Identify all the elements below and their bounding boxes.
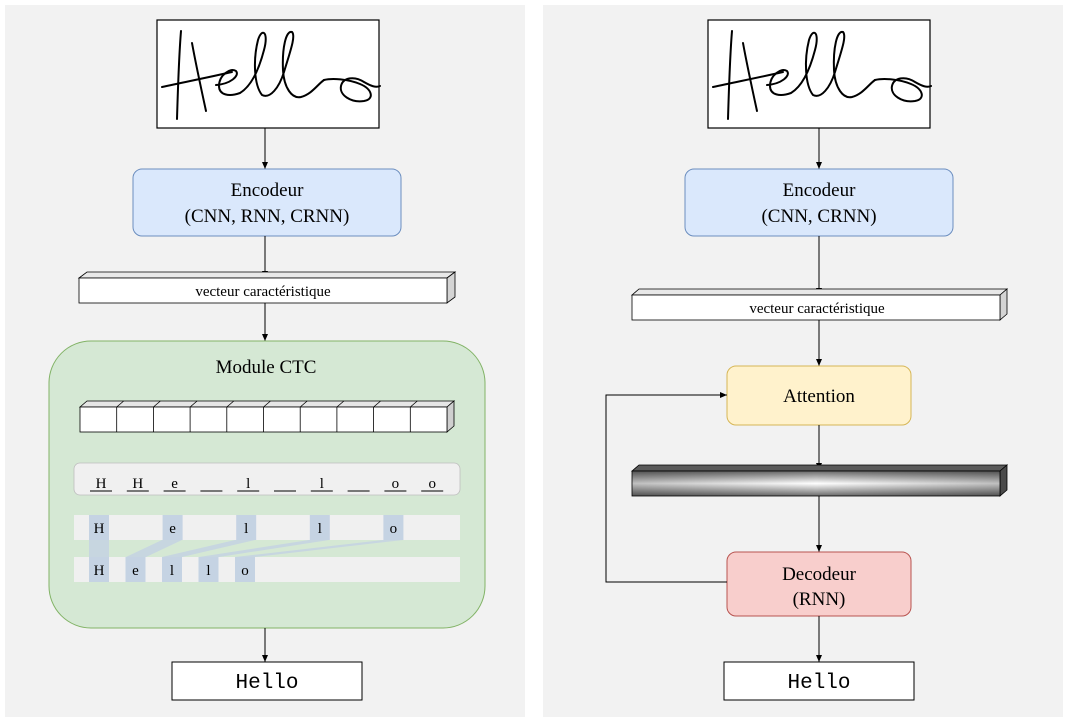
ctc-final-cell — [198, 557, 219, 582]
ctc-merged-char: e — [169, 521, 176, 537]
right-panel: Encodeur (CNN, CRNN) vecteur caractérist… — [543, 5, 1063, 717]
ctc-link-h — [89, 540, 109, 557]
ctc-collapse-links — [89, 540, 403, 557]
ctc-merged-char: l — [244, 521, 248, 537]
decoder-feedback-arrow — [605, 392, 727, 583]
ctc-raw-row — [73, 462, 461, 496]
ctc-raw-char: e — [171, 476, 178, 492]
ctc-final-cell — [235, 557, 255, 582]
context-vector-bar — [630, 464, 1009, 497]
right-output-box — [723, 661, 915, 701]
ctc-cell-strip — [78, 400, 456, 433]
ctc-raw-char: H — [132, 476, 143, 492]
ctc-final-char: H — [94, 563, 105, 579]
ctc-raw-char: o — [428, 476, 436, 492]
ctc-final-cell — [125, 557, 146, 582]
ctc-final-char: e — [132, 563, 139, 579]
ctc-merged-cell — [383, 515, 404, 540]
ctc-link-o — [235, 540, 403, 557]
decoder-model: (RNN) — [793, 589, 846, 610]
ctc-merged-char: o — [390, 521, 398, 537]
ctc-final-cell — [89, 557, 109, 582]
left-encoder-models: (CNN, RNN, CRNN) — [185, 206, 350, 227]
ctc-merged-char: l — [318, 521, 322, 537]
attention-label: Attention — [783, 386, 855, 407]
ctc-final-char: l — [170, 563, 174, 579]
ctc-raw-char: H — [96, 476, 107, 492]
ctc-final-char: l — [206, 563, 210, 579]
ctc-raw-char: l — [246, 476, 250, 492]
ctc-merged-cell — [236, 515, 257, 540]
ctc-final-char: o — [241, 563, 249, 579]
left-output-box — [171, 661, 363, 701]
ctc-merged-char: H — [94, 521, 105, 537]
ctc-merged-cell — [162, 515, 183, 540]
ctc-link-l1 — [162, 540, 255, 557]
left-encoder-label: Encodeur — [231, 180, 304, 201]
ctc-merged-cell — [309, 515, 330, 540]
ctc-raw-char: l — [320, 476, 324, 492]
left-panel: Encodeur (CNN, RNN, CRNN) vecteur caract… — [5, 5, 525, 717]
left-output-text: Hello — [235, 672, 298, 695]
ctc-raw-char: o — [392, 476, 400, 492]
left-feature-vector-label: vecteur caractéristique — [195, 284, 331, 300]
ctc-link-e — [126, 540, 182, 557]
handwritten-hello-left — [161, 30, 381, 120]
left-feature-vector: vecteur caractéristique — [77, 271, 457, 304]
ctc-module-title: Module CTC — [216, 357, 317, 378]
ctc-merged-cell — [89, 515, 109, 540]
right-encoder-models: (CNN, CRNN) — [761, 206, 876, 227]
right-handwriting-image — [707, 19, 932, 129]
decoder-label: Decodeur — [782, 564, 857, 585]
right-encoder-label: Encodeur — [783, 180, 856, 201]
ctc-final-cell — [162, 557, 182, 582]
right-feature-vector: vecteur caractéristique — [630, 288, 1009, 321]
right-feature-vector-label: vecteur caractéristique — [749, 301, 885, 317]
handwritten-hello-right — [712, 30, 932, 120]
left-handwriting-image — [156, 19, 381, 129]
left-encoder-box — [132, 168, 402, 237]
right-output-text: Hello — [787, 672, 850, 695]
ctc-link-l2 — [199, 540, 329, 557]
